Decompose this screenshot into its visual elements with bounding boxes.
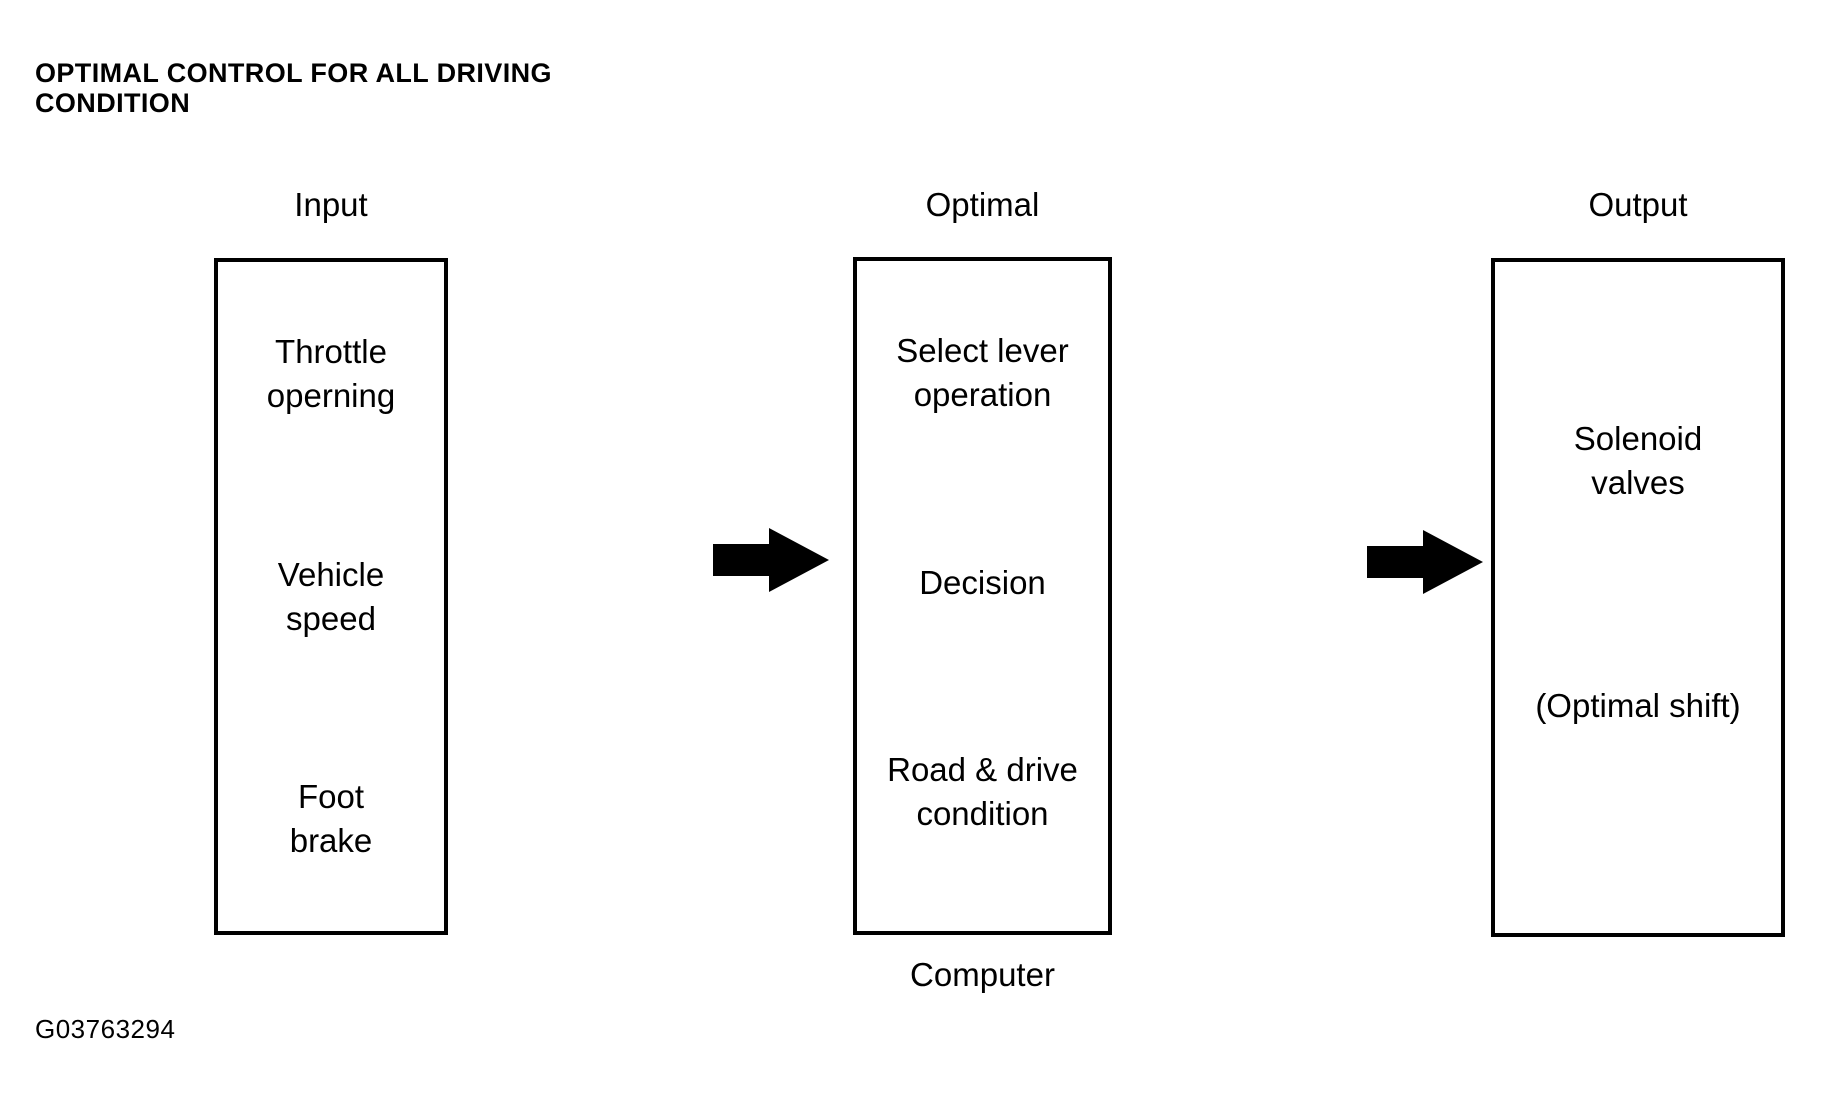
- output-item-optimal-shift: (Optimal shift): [1535, 687, 1741, 724]
- column-label-output: Output: [1588, 186, 1688, 223]
- output-item-solenoid-valves: Solenoid valves: [1573, 420, 1703, 501]
- optimal-item-decision: Decision: [919, 563, 1046, 601]
- optimal-item-road-drive-condition: Road & drive condition: [887, 751, 1078, 832]
- optimal-item-select-lever-operation: Select lever operation: [896, 332, 1069, 413]
- diagram-title: OPTIMAL CONTROL FOR ALL DRIVING CONDITIO…: [35, 58, 552, 118]
- input-item-vehicle-speed: Vehicle speed: [277, 555, 385, 637]
- input-box: Throttle operning Vehicle speed Foot bra…: [214, 258, 448, 935]
- column-label-input: Input: [294, 186, 368, 223]
- right-arrow-icon: [1366, 529, 1484, 595]
- computer-caption: Computer: [910, 956, 1055, 993]
- column-label-optimal: Optimal: [925, 186, 1040, 223]
- right-arrow-icon: [712, 527, 830, 593]
- input-item-foot-brake: Foot brake: [289, 778, 373, 859]
- computer-box: Select lever operation Decision Road & d…: [853, 257, 1112, 935]
- output-box: Solenoid valves (Optimal shift): [1491, 258, 1785, 937]
- figure-code: G03763294: [35, 1014, 176, 1044]
- input-item-throttle-opening: Throttle operning: [266, 333, 396, 414]
